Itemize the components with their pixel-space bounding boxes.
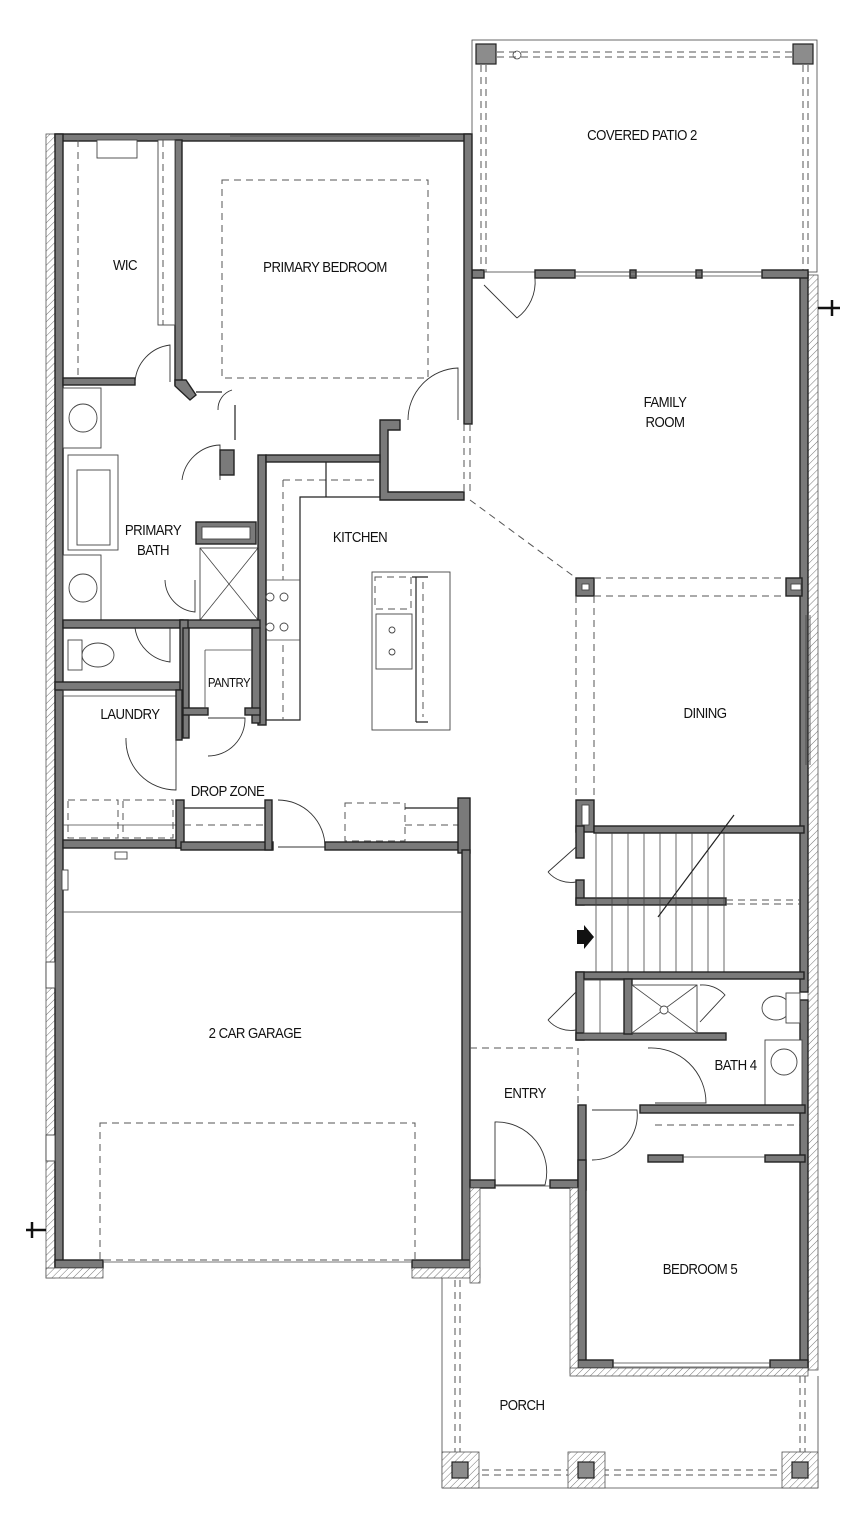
hose-bib-right-icon	[818, 300, 840, 316]
label-covered-patio: COVERED PATIO 2	[587, 127, 697, 144]
label-drop-zone: DROP ZONE	[190, 783, 265, 800]
label-primary-bedroom: PRIMARY BEDROOM	[263, 259, 387, 276]
cooktop-icon	[265, 592, 275, 602]
patio-post-right	[792, 43, 814, 65]
label-laundry: LAUNDRY	[100, 706, 160, 723]
bed-area-outline	[221, 179, 429, 379]
label-pantry: PANTRY	[207, 675, 251, 690]
label-primary-bath: PRIMARY BATH	[124, 522, 182, 559]
garage-door-entry	[277, 799, 326, 848]
label-porch: PORCH	[499, 1397, 545, 1414]
label-bedroom-5: BEDROOM 5	[662, 1261, 738, 1278]
garage-door-outline	[99, 1122, 416, 1261]
left-exterior-siding	[45, 133, 56, 1279]
patio-post-left	[475, 43, 497, 65]
sink-icon-2	[68, 573, 98, 603]
label-kitchen: KITCHEN	[332, 529, 388, 546]
bedroom-5-walls	[569, 1159, 809, 1377]
toilet-icon	[81, 642, 115, 668]
wic-door	[134, 344, 171, 383]
primary-bath-fixtures	[54, 387, 259, 691]
front-door	[494, 1121, 548, 1186]
dryer-icon	[122, 799, 174, 839]
stair-direction-arrow-icon	[577, 925, 594, 949]
label-bath-4: BATH 4	[714, 1057, 757, 1074]
primary-bedroom-door	[407, 367, 459, 421]
pantry-door	[207, 717, 246, 757]
label-entry: ENTRY	[504, 1085, 546, 1102]
washer-icon	[67, 799, 119, 839]
label-family-room: FAMILY ROOM	[643, 394, 687, 431]
label-wic: WIC	[112, 257, 138, 274]
kitchen-sink-icon	[375, 613, 413, 670]
bath-4-door	[647, 1047, 707, 1104]
label-garage: 2 CAR GARAGE	[208, 1025, 302, 1042]
sink-icon-3	[770, 1048, 798, 1076]
garage-outline	[45, 849, 481, 1279]
hose-bib-left-icon	[26, 1222, 46, 1238]
sink-icon	[68, 403, 98, 433]
bath-4-fixtures	[547, 971, 806, 1163]
staircase	[547, 814, 805, 980]
kitchen-counters	[265, 462, 451, 731]
patio-door	[516, 277, 536, 319]
covered-patio-outline	[471, 39, 818, 273]
right-exterior-siding	[807, 274, 819, 1371]
porch-outline	[441, 1187, 819, 1489]
label-dining: DINING	[683, 705, 727, 722]
ceiling-fan-icon	[512, 50, 522, 60]
exterior-walls	[54, 133, 809, 1371]
